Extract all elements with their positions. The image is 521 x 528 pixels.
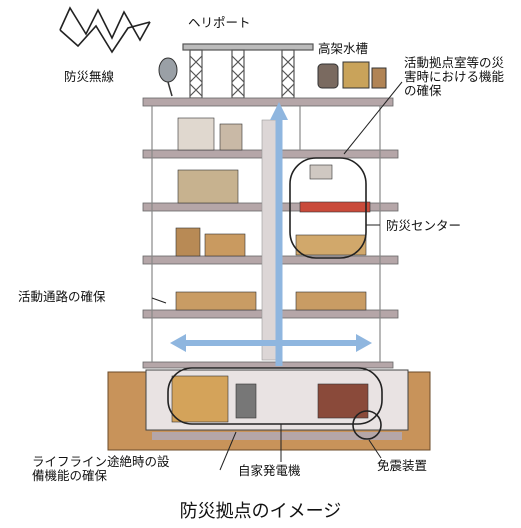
floor-furniture xyxy=(175,117,371,311)
route-label: 活動通路の確保 xyxy=(18,289,106,304)
isolation-label: 免震装置 xyxy=(377,458,428,473)
lifeline-outline xyxy=(167,367,383,425)
horizontal-route-arrow xyxy=(170,334,372,352)
heliport-icon xyxy=(182,43,314,99)
radio-label: 防災無線 xyxy=(64,69,115,84)
disaster-center-outline xyxy=(289,157,367,259)
lifeline-label: ライフライン途絶時の設備機能の確保 xyxy=(32,454,170,483)
heliport-label: ヘリポート xyxy=(188,15,251,30)
antenna-icon xyxy=(59,6,151,54)
generator-label: 自家発電機 xyxy=(238,463,301,478)
disaster-center-label: 防災センター xyxy=(386,218,462,233)
water-tank-icon xyxy=(317,61,387,89)
building-columns xyxy=(151,106,381,362)
leader-lines xyxy=(151,81,403,471)
figure-caption: 防災拠点のイメージ xyxy=(179,501,342,522)
activity-rooms-label: 活動拠点室等の災害時における機能の確保 xyxy=(404,55,505,98)
basement xyxy=(107,369,431,451)
vertical-route-arrow xyxy=(270,102,288,366)
water-tank-label: 高架水槽 xyxy=(318,41,369,56)
radio-dish-icon xyxy=(158,57,178,97)
isolation-outline xyxy=(352,410,382,440)
